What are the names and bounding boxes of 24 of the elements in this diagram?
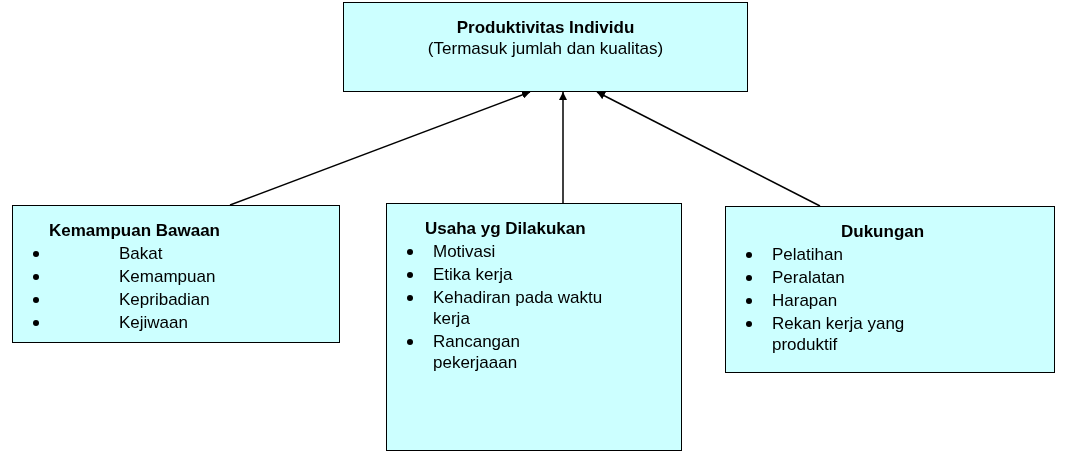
- list-item: Kehadiran pada waktu kerja: [433, 287, 604, 329]
- list-item: Etika kerja: [433, 264, 513, 285]
- arrow: [596, 91, 821, 207]
- text-box: [343, 2, 748, 92]
- list-item: Peralatan: [772, 267, 845, 288]
- list-item: Kemampuan: [119, 266, 216, 287]
- text-box: [386, 203, 682, 451]
- heading: Produktivitas Individu: [456, 17, 635, 38]
- text-box: [12, 205, 340, 343]
- text-box: [725, 206, 1055, 373]
- arrow: [229, 91, 531, 206]
- list-item: Kepribadian: [119, 289, 210, 310]
- list-item: Bakat: [119, 243, 163, 264]
- subheading: (Termasuk jumlah dan kualitas): [427, 38, 664, 59]
- heading: Dukungan: [841, 221, 926, 242]
- list-item: Rancangan pekerjaaan: [433, 331, 521, 373]
- list-item: Rekan kerja yang produktif: [772, 313, 906, 355]
- heading: Usaha yg Dilakukan: [425, 218, 587, 239]
- list-item: Harapan: [772, 290, 838, 311]
- arrow: [559, 91, 567, 204]
- list-item: Kejiwaan: [119, 312, 188, 333]
- list-item: Motivasi: [433, 241, 496, 262]
- list-item: Pelatihan: [772, 244, 843, 265]
- heading: Kemampuan Bawaan: [49, 220, 221, 241]
